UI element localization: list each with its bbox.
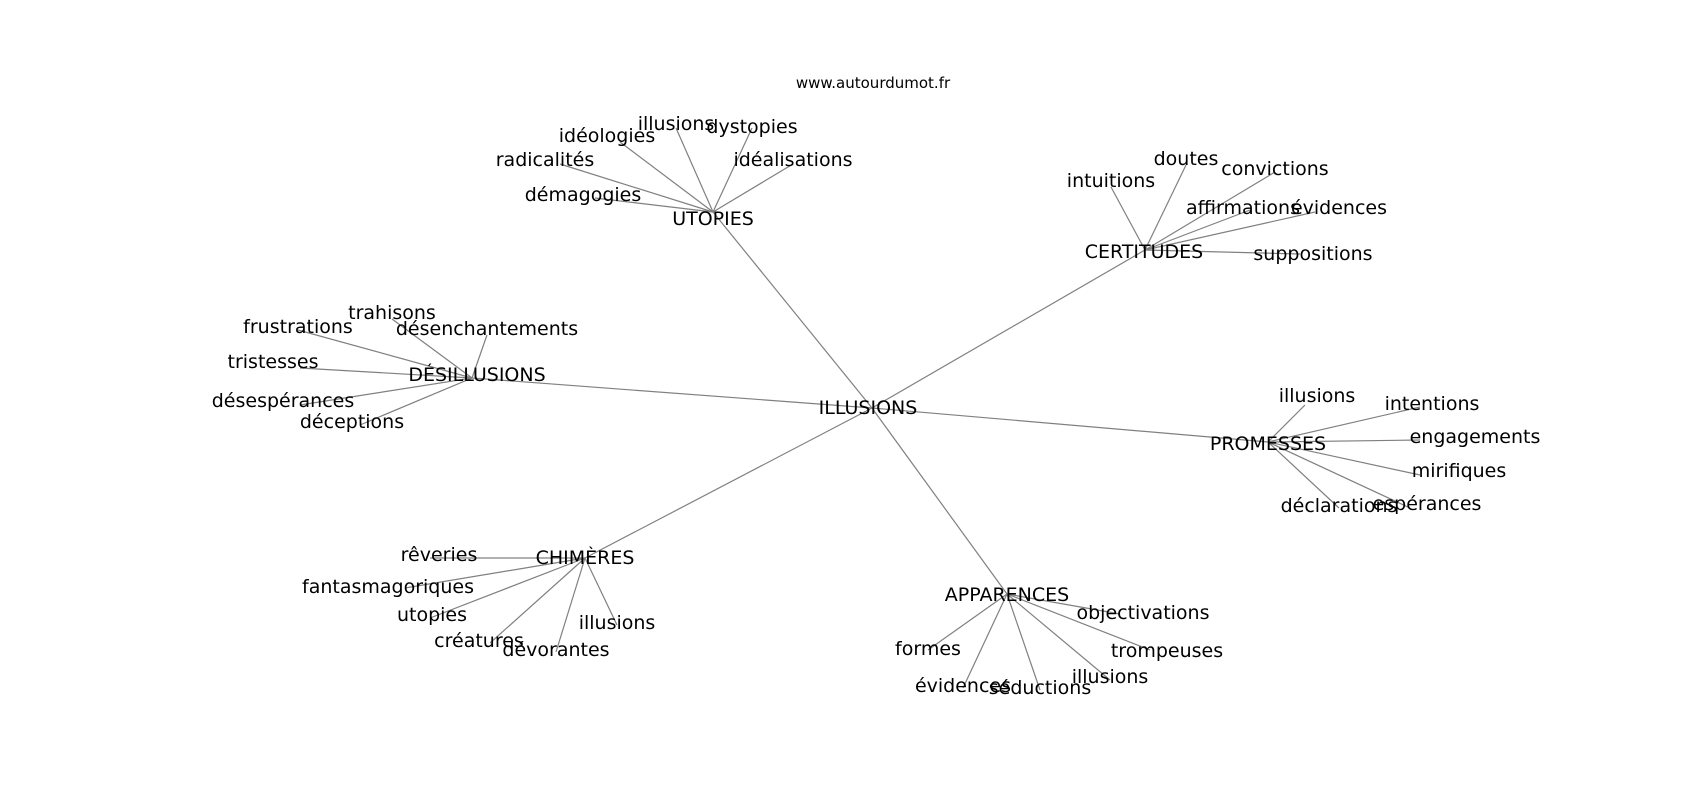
edge-group-to-word — [555, 557, 586, 653]
word-node-label: désespérances — [212, 390, 355, 412]
word-node-label: suppositions — [1253, 243, 1372, 265]
root-node-label: ILLUSIONS — [819, 397, 918, 419]
word-node-label: engagements — [1410, 426, 1541, 448]
edge-group-to-word — [299, 367, 473, 379]
edge-group-to-word — [429, 557, 586, 619]
site-url: www.autourdumot.fr — [796, 74, 951, 92]
word-node-label: illusions — [638, 113, 715, 135]
word-node-label: séductions — [989, 677, 1091, 699]
word-node-label: formes — [895, 638, 961, 660]
group-node-label: UTOPIES — [672, 208, 754, 230]
edge-group-to-word — [675, 127, 714, 213]
word-node-label: radicalités — [496, 149, 594, 171]
edge-group-to-word — [962, 593, 1008, 689]
edge-group-to-word — [299, 377, 473, 406]
edge-group-to-word — [1144, 164, 1187, 251]
edge-group-to-word — [1006, 593, 1151, 651]
word-node-label: trompeuses — [1111, 640, 1223, 662]
edge-root-to-group — [584, 407, 873, 559]
edge-group-to-word — [1006, 593, 1111, 681]
edge-group-to-word — [471, 334, 488, 379]
group-node-label: PROMESSES — [1210, 433, 1326, 455]
edge-group-to-word — [489, 557, 586, 644]
word-node-label: désenchantements — [396, 318, 578, 340]
edge-group-to-word — [1144, 171, 1276, 251]
word-node-label: dystopies — [706, 116, 797, 138]
edge-root-to-group — [871, 249, 1146, 409]
word-node-label: mirifiques — [1412, 460, 1507, 482]
edge-group-to-word — [391, 318, 473, 379]
edge-root-to-group — [712, 211, 873, 409]
edge-group-to-word — [584, 557, 618, 626]
edge-group-to-word — [1267, 406, 1421, 443]
word-node-label: utopies — [397, 604, 467, 626]
group-node-label: CERTITUDES — [1085, 241, 1204, 263]
edge-root-to-group — [871, 407, 1008, 595]
edge-group-to-word — [1006, 593, 1041, 691]
word-node-label: frustrations — [243, 316, 353, 338]
edge-group-to-word — [1267, 441, 1411, 509]
edge-group-to-word — [1006, 593, 1121, 615]
word-node-label: intuitions — [1067, 170, 1155, 192]
edge-group-to-word — [1267, 439, 1421, 443]
word-node-label: créatures — [434, 630, 524, 652]
word-node-label: illusions — [1072, 666, 1149, 688]
word-node-label: convictions — [1221, 158, 1328, 180]
labels: ILLUSIONSUTOPIESidéologiesillusionsdysto… — [212, 113, 1541, 699]
edge-group-to-word — [559, 163, 714, 213]
group-node-label: CHIMÈRES — [536, 546, 635, 569]
edge-group-to-word — [297, 329, 473, 379]
word-node-label: illusions — [579, 612, 656, 634]
edge-group-to-word — [712, 163, 794, 213]
word-node-label: fantasmagoriques — [302, 576, 474, 598]
word-node-label: objectivations — [1076, 602, 1209, 624]
word-node-label: espérances — [1373, 493, 1482, 515]
word-node-label: idéologies — [559, 125, 655, 147]
group-node-label: DÉSILLUSIONS — [408, 363, 545, 386]
word-node-label: déceptions — [300, 411, 404, 433]
edges — [297, 127, 1421, 691]
word-node-label: trahisons — [348, 302, 436, 324]
edge-group-to-word — [619, 141, 714, 213]
edge-group-to-word — [1144, 209, 1251, 251]
word-node-label: rêveries — [401, 544, 478, 566]
edge-group-to-word — [594, 197, 714, 213]
word-node-label: dévorantes — [502, 639, 609, 661]
edge-group-to-word — [404, 557, 586, 589]
word-node-label: évidences — [1291, 197, 1387, 219]
edge-group-to-word — [1110, 186, 1146, 251]
word-node-label: intentions — [1385, 393, 1480, 415]
edge-group-to-word — [1144, 211, 1316, 251]
edge-group-to-word — [1144, 249, 1301, 255]
edge-root-to-group — [471, 377, 873, 409]
word-node-label: tristesses — [228, 351, 319, 373]
edge-group-to-word — [712, 127, 753, 213]
edge-group-to-word — [1267, 404, 1306, 443]
word-node-label: doutes — [1154, 148, 1219, 170]
edge-group-to-word — [927, 593, 1008, 651]
word-node-label: déclarations — [1281, 495, 1398, 517]
word-node-label: affirmations — [1186, 197, 1300, 219]
word-node-label: démagogies — [525, 184, 642, 206]
word-node-label: évidences — [915, 675, 1011, 697]
word-node-label: illusions — [1279, 385, 1356, 407]
edge-group-to-word — [359, 377, 473, 426]
group-node-label: APPARENCES — [945, 584, 1069, 606]
edge-group-to-word — [1267, 441, 1340, 509]
edge-root-to-group — [871, 407, 1269, 443]
word-node-label: idéalisations — [733, 149, 852, 171]
edge-group-to-word — [1267, 441, 1421, 476]
